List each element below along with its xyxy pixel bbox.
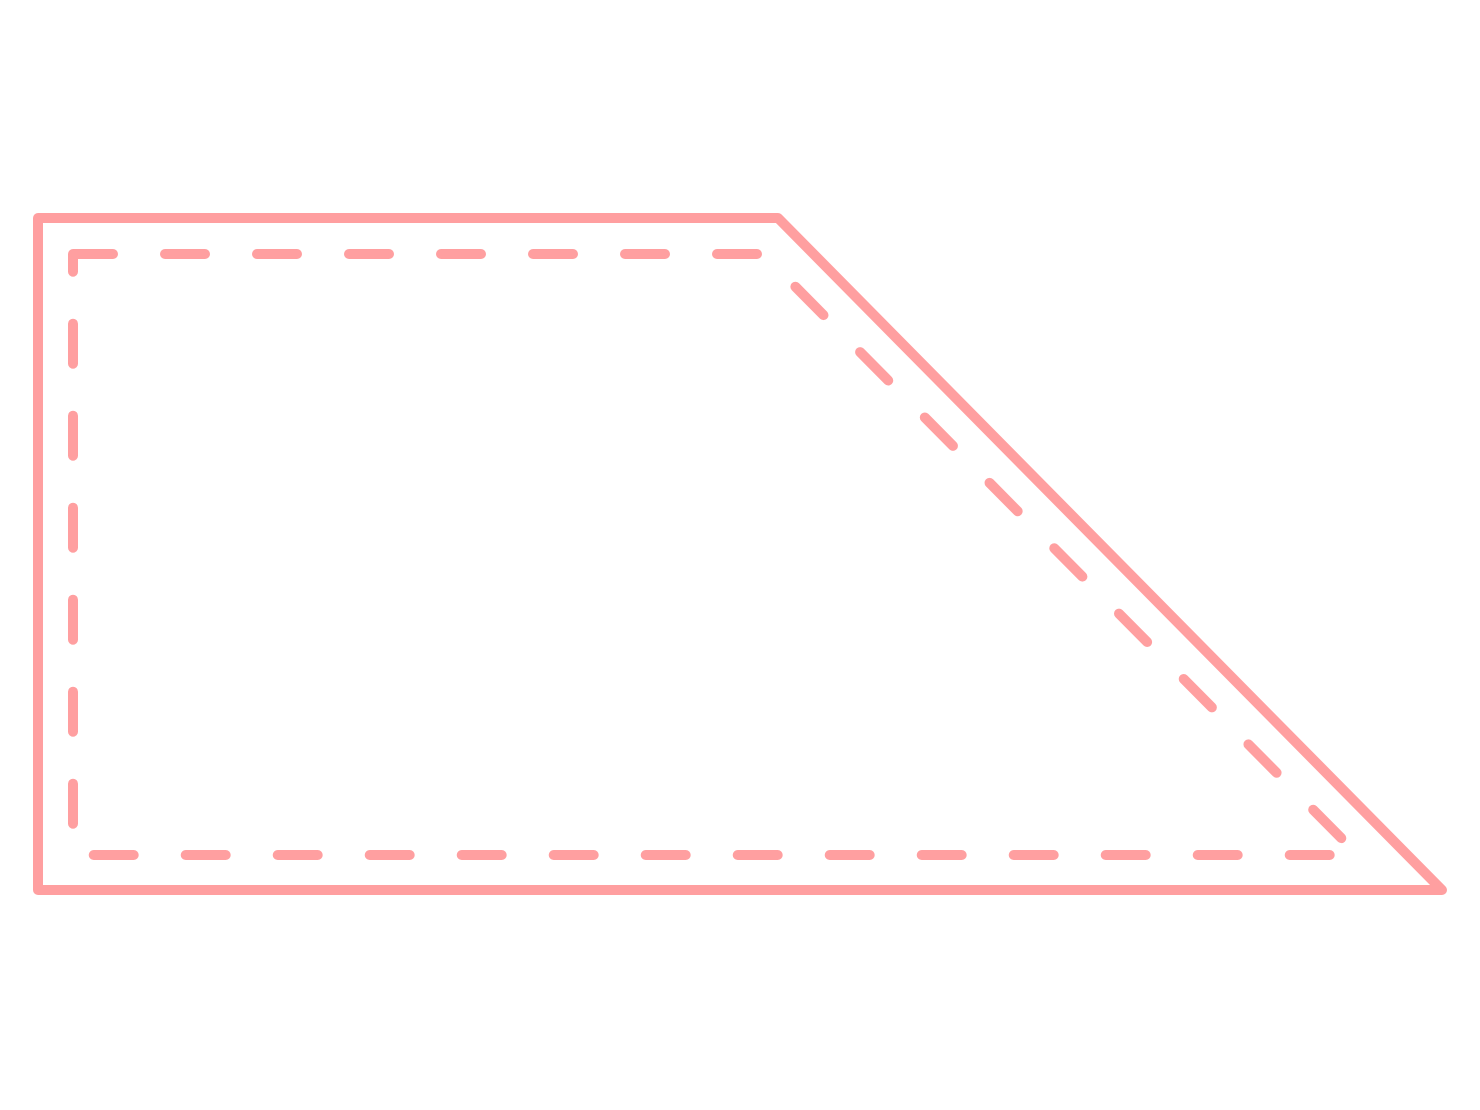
outer-trapezoid-outline [33,213,1447,895]
inner-dashed-trapezoid-outline [68,249,1363,860]
trapezoid-figure [33,213,1447,895]
